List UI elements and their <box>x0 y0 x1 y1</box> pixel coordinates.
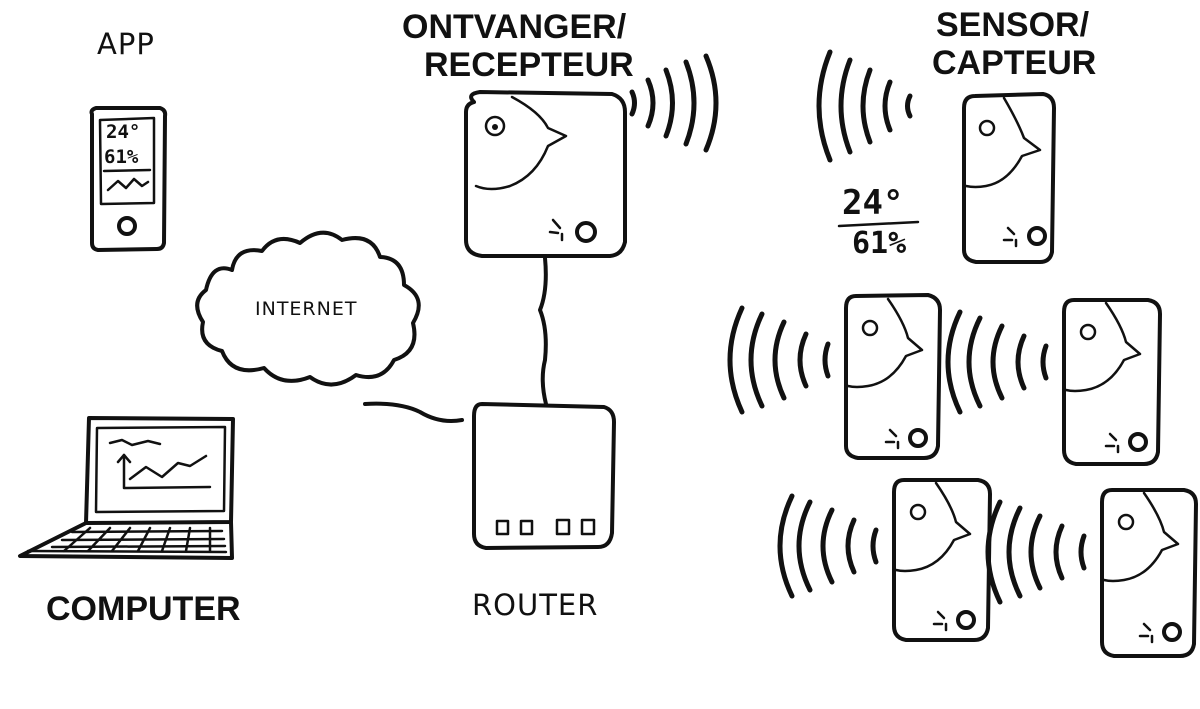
phone-temperature: 24° <box>106 121 141 143</box>
readout-divider <box>837 220 920 228</box>
sensor-label-line2: CAPTEUR <box>932 44 1097 82</box>
router-label: ROUTER <box>472 588 599 622</box>
sensor-signal-icon <box>727 305 831 415</box>
sensor-signal-icon <box>945 309 1049 415</box>
receiver-label-line2: RECEPTEUR <box>424 46 634 84</box>
sensor-label-line1: SENSOR/ <box>936 6 1090 44</box>
cable-receiver-router <box>538 256 548 406</box>
sensor-signal-icon <box>816 49 913 163</box>
computer-label: COMPUTER <box>46 590 241 628</box>
sensor-signal-icon <box>985 499 1087 605</box>
sensor-icon <box>1062 298 1162 466</box>
sensor-temperature-readout: 24° <box>842 183 904 223</box>
receiver-label-line1: ONTVANGER/ <box>402 8 627 46</box>
receiver-icon <box>464 90 627 258</box>
sensor-icon <box>844 293 942 460</box>
sensor-humidity-readout: 61% <box>852 226 907 261</box>
sensor-icon <box>962 92 1056 264</box>
laptop-icon <box>18 416 235 560</box>
cable-cloud-router <box>363 401 464 423</box>
phone-humidity: 61% <box>104 146 139 168</box>
sensor-signal-icon <box>777 493 879 599</box>
sensor-icon <box>892 478 992 642</box>
phone-icon <box>89 106 168 252</box>
internet-label: INTERNET <box>255 298 358 320</box>
router-icon <box>472 402 616 550</box>
receiver-signal-icon <box>629 53 719 153</box>
sensor-icon <box>1100 488 1198 658</box>
app-label: APP <box>97 27 155 61</box>
cloud-icon <box>195 230 421 387</box>
